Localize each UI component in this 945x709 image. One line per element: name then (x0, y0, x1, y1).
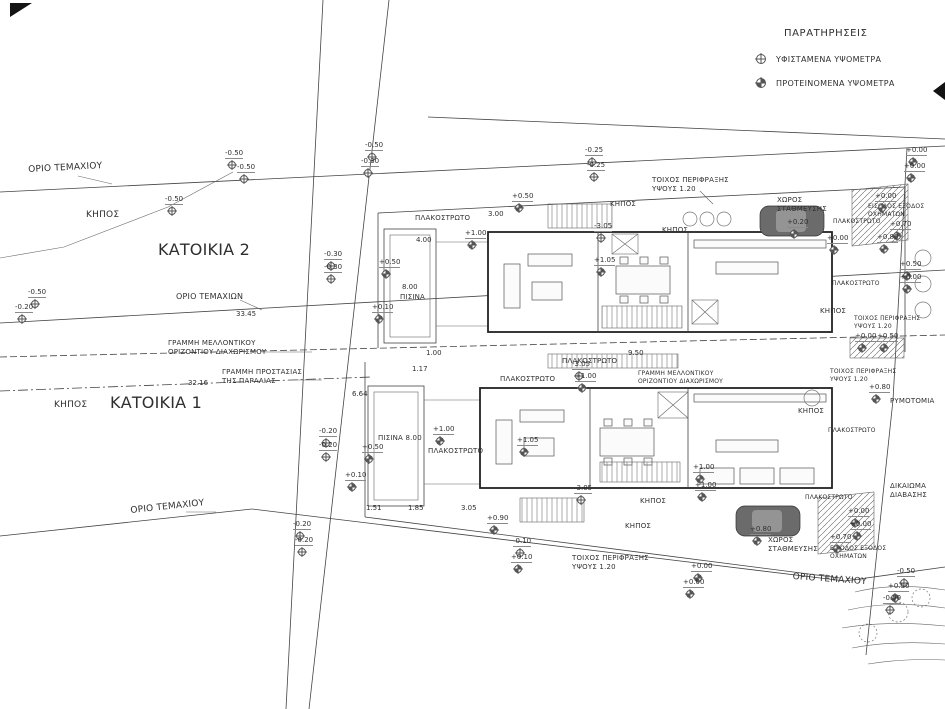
car-top (759, 205, 825, 237)
pergola (547, 203, 613, 229)
dining-table (599, 427, 655, 457)
legend-item-proposed: ΠΡΟΤΕΙΝΟΜΕΝΑ ΥΨΟΜΕΤΡΑ (756, 78, 895, 88)
existing-elevation-icon (756, 54, 766, 64)
stairs (601, 305, 683, 329)
planters-bottom (699, 467, 815, 485)
proposed-elevation-icon (756, 78, 766, 88)
stairs (599, 461, 681, 483)
house-2-plan (377, 183, 909, 352)
pergola (519, 497, 585, 523)
skylight (691, 299, 719, 325)
pool-1 (367, 385, 425, 507)
registration-marks (10, 3, 945, 100)
car-bottom (735, 505, 801, 537)
skylight (611, 233, 639, 255)
paved-strip (547, 353, 679, 369)
planting-row-top (682, 211, 732, 227)
legend: ΠΑΡΑΤΗΡΗΣΕΙΣ ΥΦΙΣΤΑΜΕΝΑ ΥΨΟΜΕΤΡΑ ΠΡΟΤΕΙΝ… (756, 28, 895, 102)
steps-right (849, 337, 905, 359)
vehicle-ramp-bottom (817, 491, 875, 555)
contour-lines (841, 586, 945, 665)
legend-item-label: ΠΡΟΤΕΙΝΟΜΕΝΑ ΥΨΟΜΕΤΡΑ (776, 78, 895, 88)
skylight (657, 391, 689, 419)
vehicle-ramp-top (851, 183, 909, 247)
trees-right (803, 249, 932, 643)
legend-item-existing: ΥΦΙΣΤΑΜΕΝΑ ΥΨΟΜΕΤΡΑ (756, 54, 895, 64)
legend-title: ΠΑΡΑΤΗΡΗΣΕΙΣ (784, 28, 868, 39)
dining-table (615, 265, 671, 295)
leader-lines (77, 175, 863, 581)
pool-2 (383, 228, 437, 344)
house-1-plan (364, 362, 875, 579)
legend-item-label: ΥΦΙΣΤΑΜΕΝΑ ΥΨΟΜΕΤΡΑ (776, 54, 882, 64)
